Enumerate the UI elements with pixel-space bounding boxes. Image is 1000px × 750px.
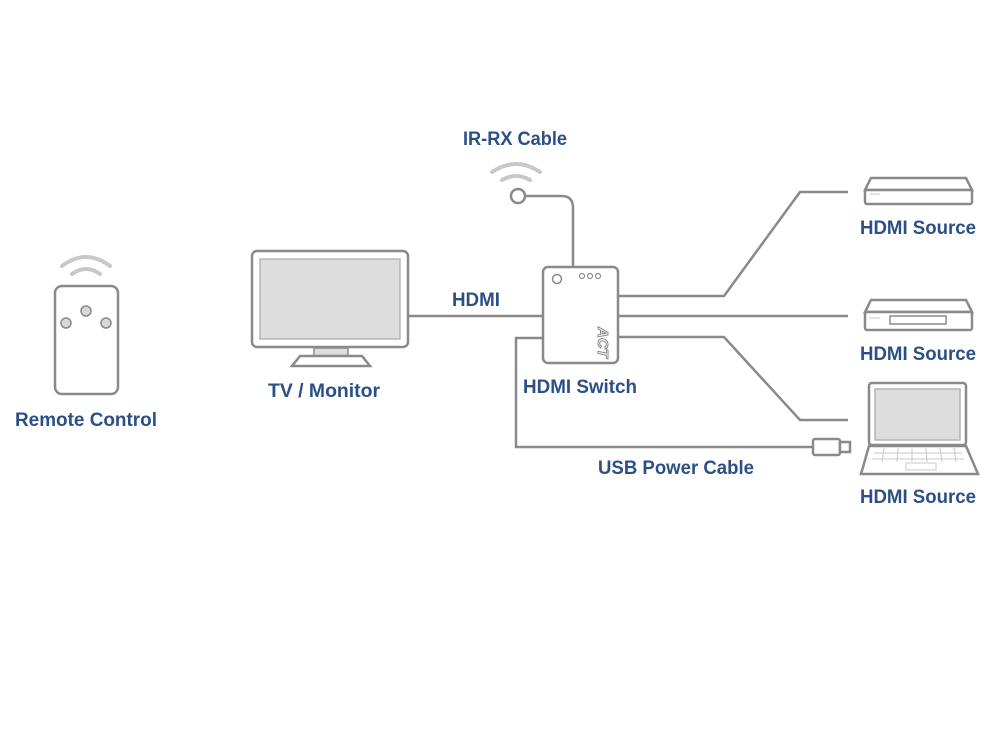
hdmi-source-2-label: HDMI Source (860, 344, 976, 365)
wireless-signal-icon (60, 255, 112, 276)
hdmi-switch-icon: ACT (541, 265, 620, 365)
hdmi-input-cable-3 (618, 335, 848, 422)
tv-monitor-node: TV / Monitor (250, 249, 410, 402)
hdmi-cable-label: HDMI (452, 290, 500, 311)
hdmi-source-1-node: HDMI Source (860, 176, 976, 239)
hdmi-switch-node: ACT HDMI Switch (523, 265, 637, 398)
ir-rx-cable (525, 194, 575, 268)
hdmi-output-cable: HDMI (408, 290, 543, 318)
usb-connector-icon (811, 437, 852, 457)
hdmi-source-3-label: HDMI Source (860, 487, 976, 508)
usb-power-label: USB Power Cable (598, 458, 754, 479)
hdmi-source-2-node: HDMI Source (860, 298, 976, 365)
hdmi-source-3-node: HDMI Source (859, 381, 980, 508)
usb-power-cable: USB Power Cable (514, 336, 852, 479)
monitor-icon (250, 249, 410, 368)
remote-control-icon (53, 284, 120, 396)
ir-receiver-icon (509, 187, 527, 205)
hdmi-switch-label: HDMI Switch (523, 377, 637, 398)
hdmi-input-cable-1 (618, 190, 848, 298)
wireless-signal-icon (490, 162, 542, 182)
dvd-player-icon (862, 298, 975, 332)
ir-rx-label: IR-RX Cable (463, 129, 567, 150)
laptop-icon (859, 381, 980, 476)
remote-control-label: Remote Control (15, 410, 157, 431)
ir-rx-node: IR-RX Cable (463, 129, 575, 268)
hdmi-input-cables (618, 190, 848, 422)
set-top-box-icon (862, 176, 975, 206)
remote-control-node: Remote Control (15, 255, 157, 431)
tv-monitor-label: TV / Monitor (268, 381, 381, 402)
brand-logo: ACT (594, 326, 611, 360)
hdmi-source-1-label: HDMI Source (860, 218, 976, 239)
